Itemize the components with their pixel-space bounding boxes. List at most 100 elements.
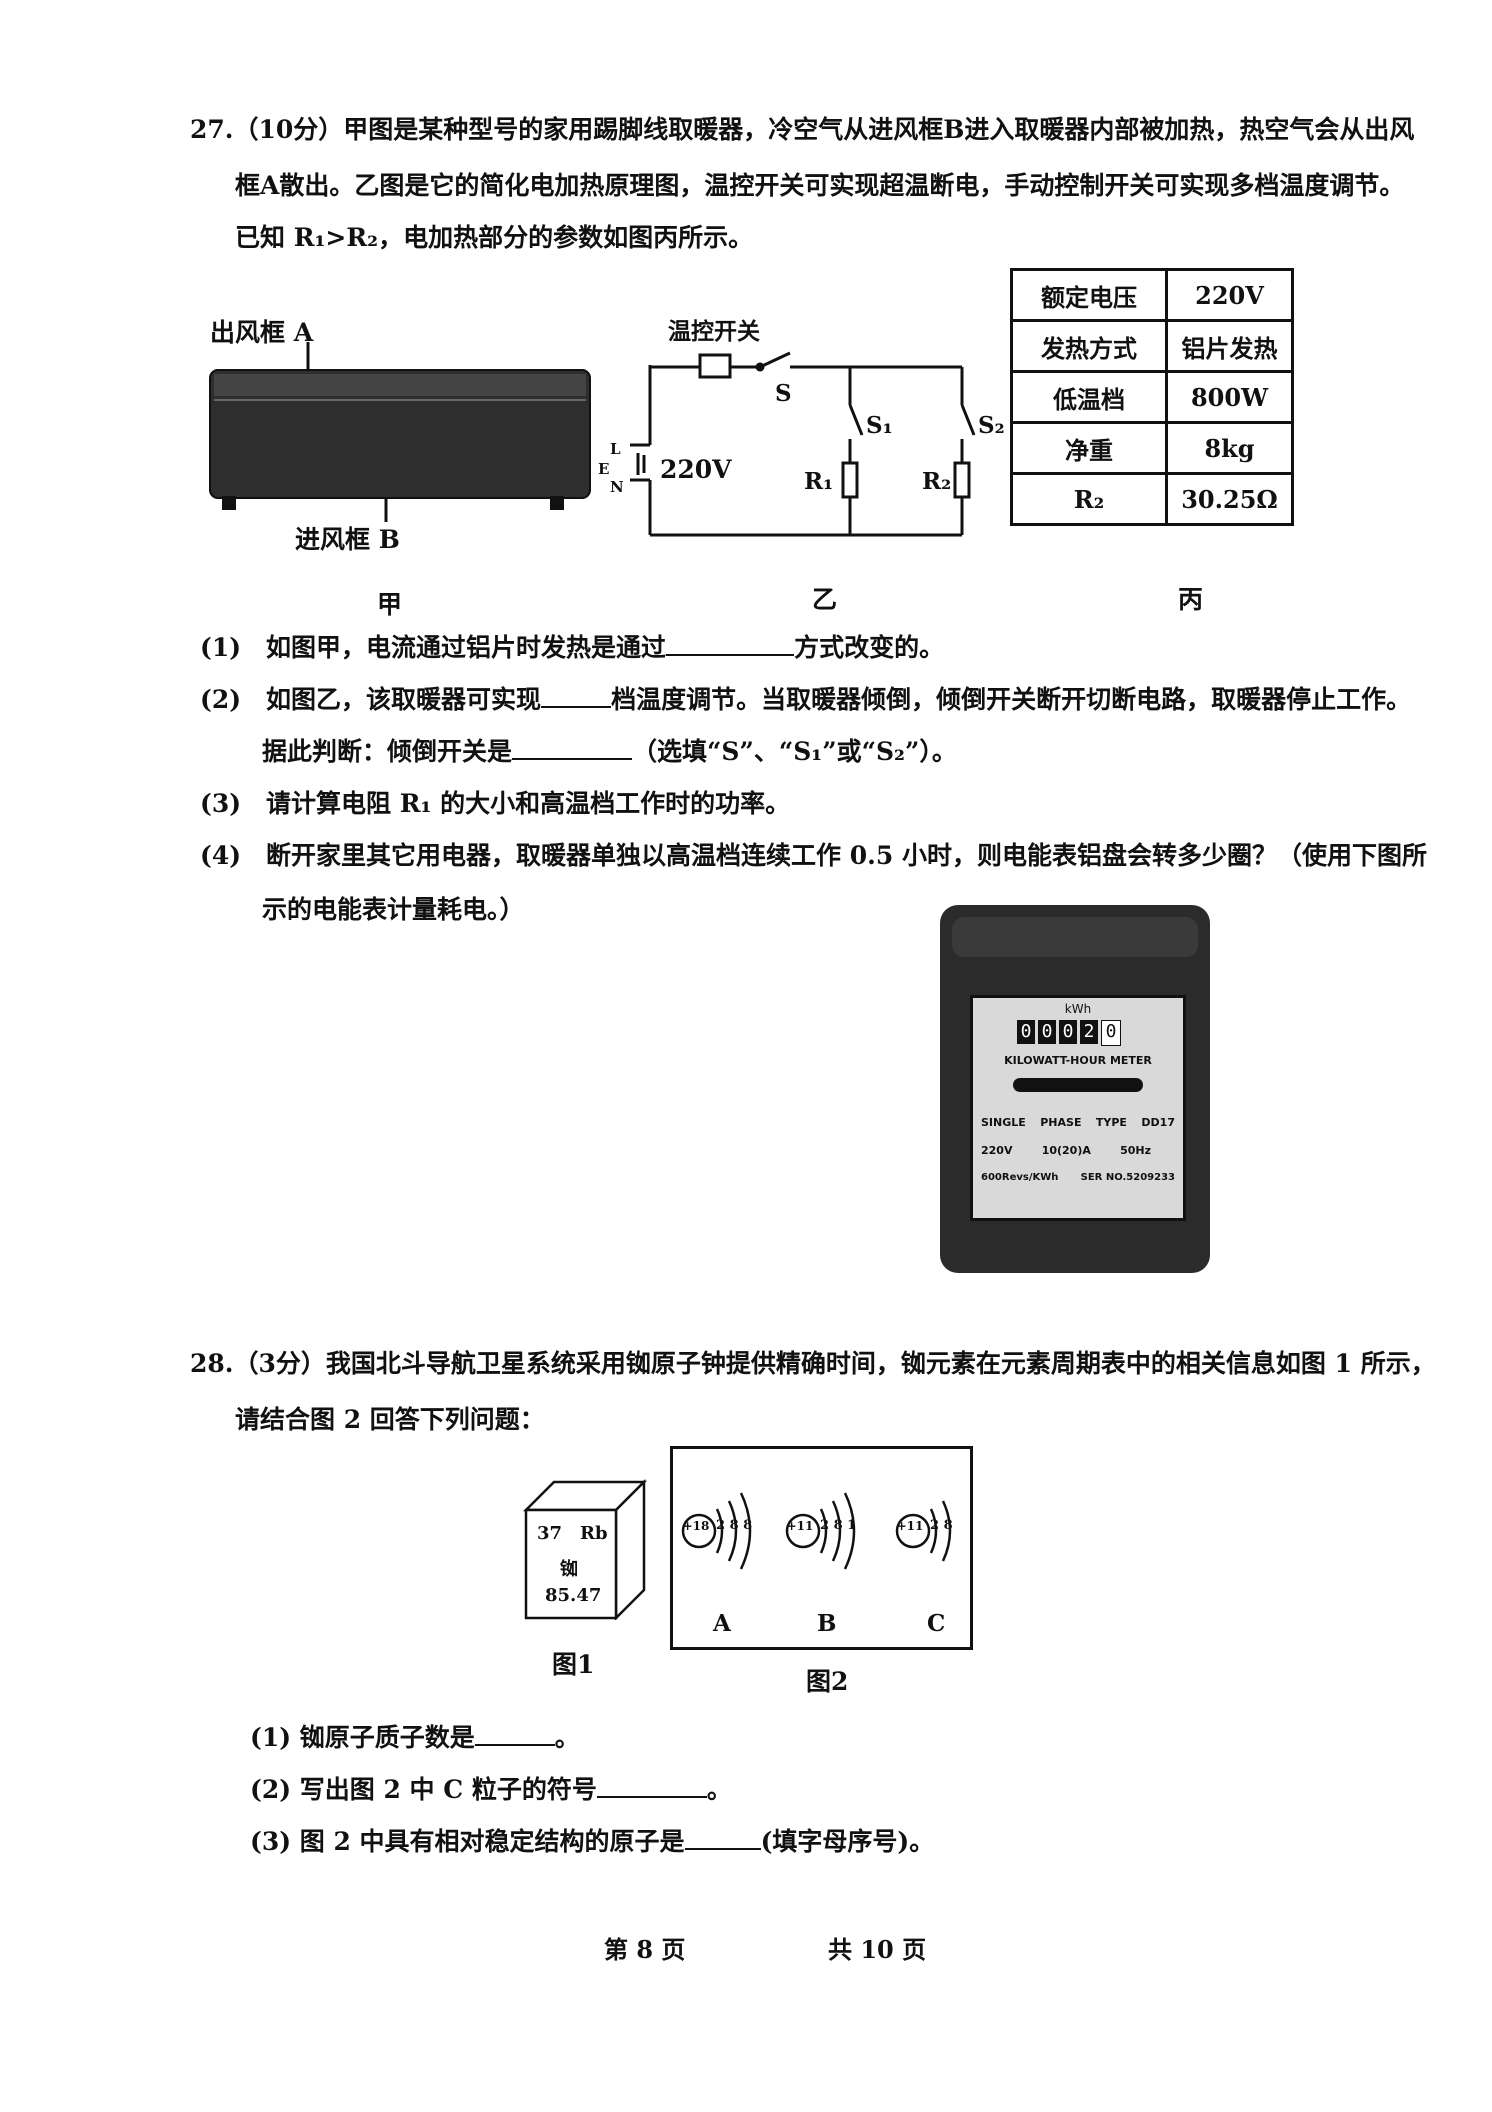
figure-1	[520, 1470, 660, 1622]
meter-spec: 220V	[981, 1144, 1013, 1157]
table-row: 低温档 800W	[1010, 370, 1294, 424]
meter-disc	[1013, 1078, 1143, 1092]
page-number: 第 8 页	[604, 1935, 686, 1964]
table-row: 发热方式 铝片发热	[1010, 319, 1294, 373]
page-total: 共 10 页	[828, 1935, 927, 1964]
meter-face: kWh 0 0 0 2 0 KILOWATT-HOUR METER SINGLE…	[970, 995, 1186, 1221]
meter-spec: SER NO.5209233	[1080, 1172, 1175, 1183]
answer-blank	[666, 632, 795, 656]
meter-spec: 600Revs/KWh	[981, 1172, 1059, 1183]
caption-bing: 丙	[1178, 585, 1204, 614]
q28-part1-suffix: 。	[554, 1723, 580, 1752]
meter-spec-row1: SINGLE PHASE TYPE DD17	[981, 1116, 1175, 1129]
resistor-r1-label: R₁	[804, 468, 834, 495]
element-cube	[522, 1478, 648, 1622]
switch-s2-label: S₂	[978, 412, 1005, 439]
answer-blank	[541, 684, 612, 708]
meter-digit: 0	[1101, 1020, 1121, 1046]
plug-n-label: N	[610, 478, 624, 496]
param-name: 发热方式	[1010, 319, 1168, 373]
q28-line1: 28.（3分）我国北斗导航卫星系统采用铷原子钟提供精确时间，铷元素在元素周期表中…	[190, 1349, 1436, 1378]
q27-part4: (4) 断开家里其它用电器，取暖器单独以高温档连续工作 0.5 小时，则电能表铝…	[200, 841, 1427, 870]
meter-digit: 0	[1038, 1020, 1056, 1044]
answer-blank	[596, 1774, 707, 1798]
meter-digit: 0	[1059, 1020, 1077, 1044]
switch-s1-label: S₁	[866, 412, 893, 439]
meter-spec-row2: 220V 10(20)A 50Hz	[981, 1144, 1151, 1157]
thermo-switch-label: 温控开关	[668, 318, 760, 345]
meter-brand: KILOWATT-HOUR METER	[1004, 1054, 1152, 1067]
q28-part1-text: (1) 铷原子质子数是	[250, 1723, 475, 1752]
figure-circuit	[600, 305, 990, 545]
q27-part2-suffix2: （选填“S”、“S₁”或“S₂”）。	[632, 737, 957, 766]
q27-part4-cont: 示的电能表计量耗电。）	[262, 895, 525, 924]
param-value: 800W	[1165, 370, 1294, 424]
param-name: 净重	[1010, 421, 1168, 475]
meter-spec: SINGLE	[981, 1116, 1026, 1129]
q28-part3: (3) 图 2 中具有相对稳定结构的原子是 (填字母序号)。	[250, 1814, 934, 1870]
atom-structures	[681, 1492, 952, 1570]
q28-part3-text: (3) 图 2 中具有相对稳定结构的原子是	[250, 1827, 685, 1856]
caption-fig1: 图1	[552, 1650, 595, 1679]
q28-line2: 请结合图 2 回答下列问题：	[235, 1405, 545, 1434]
atom-c-label: C	[927, 1610, 946, 1637]
atom-b-nucleus: +11	[786, 1519, 814, 1533]
meter-top-cover	[952, 917, 1198, 957]
answer-blank	[474, 1722, 555, 1746]
q28-part2: (2) 写出图 2 中 C 粒子的符号 。	[250, 1762, 732, 1818]
element-mass: 85.47	[545, 1585, 602, 1606]
q28-part2-suffix: 。	[706, 1775, 732, 1804]
table-row: R₂ 30.25Ω	[1010, 472, 1294, 526]
q28-part2-text: (2) 写出图 2 中 C 粒子的符号	[250, 1775, 597, 1804]
plug-l-label: L	[610, 440, 621, 458]
q27-part2-cont: 据此判断：倾倒开关是 （选填“S”、“S₁”或“S₂”）。	[262, 724, 957, 780]
answer-blank	[684, 1826, 761, 1850]
q27-line1: 27.（10分）甲图是某种型号的家用踢脚线取暖器，冷空气从进风框B进入取暖器内部…	[190, 115, 1415, 144]
caption-jia: 甲	[377, 590, 403, 619]
q27-part2-text2: 据此判断：倾倒开关是	[262, 737, 513, 766]
q27-part1-suffix: 方式改变的。	[794, 633, 945, 662]
q28-part1: (1) 铷原子质子数是 。	[250, 1710, 580, 1766]
meter-spec: 50Hz	[1120, 1144, 1151, 1157]
answer-blank	[512, 736, 633, 760]
caption-fig2: 图2	[806, 1667, 849, 1696]
circuit-diagram	[630, 351, 976, 537]
param-name: 低温档	[1010, 370, 1168, 424]
outlet-label: 出风框 A	[210, 318, 314, 347]
figure-2	[670, 1446, 973, 1650]
electric-meter: kWh 0 0 0 2 0 KILOWATT-HOUR METER SINGLE…	[940, 905, 1210, 1273]
meter-unit: kWh	[1064, 1002, 1092, 1016]
table-row: 净重 8kg	[1010, 421, 1294, 475]
plug-e-label: E	[598, 460, 610, 478]
meter-digit: 2	[1080, 1020, 1098, 1044]
q27-line2: 框A散出。乙图是它的简化电加热原理图，温控开关可实现超温断电，手动控制开关可实现…	[235, 171, 1405, 200]
meter-digit: 0	[1017, 1020, 1035, 1044]
meter-counter: 0 0 0 2 0	[1017, 1020, 1121, 1046]
atom-a-shells: 2 8 8	[716, 1518, 753, 1533]
inlet-label: 进风框 B	[295, 525, 400, 554]
caption-yi: 乙	[812, 585, 838, 614]
heater-illustration	[209, 342, 591, 522]
atom-c-nucleus: +11	[896, 1519, 924, 1533]
resistor-r2-label: R₂	[922, 468, 952, 495]
element-name: 铷	[560, 1559, 578, 1580]
q27-part1-text: (1) 如图甲，电流通过铝片时发热是通过	[200, 633, 667, 662]
q28-part3-suffix: (填字母序号)。	[760, 1827, 935, 1856]
parameter-table: 额定电压 220V 发热方式 铝片发热 低温档 800W 净重 8kg R₂ 3…	[1010, 268, 1294, 526]
atom-b-label: B	[817, 1610, 837, 1637]
param-name: 额定电压	[1010, 268, 1168, 322]
q27-part1: (1) 如图甲，电流通过铝片时发热是通过 方式改变的。	[200, 620, 944, 676]
atom-a-nucleus: +18	[682, 1519, 710, 1533]
meter-spec: PHASE	[1040, 1116, 1082, 1129]
meter-spec-row3: 600Revs/KWh SER NO.5209233	[981, 1172, 1175, 1183]
table-row: 额定电压 220V	[1010, 268, 1294, 322]
meter-spec: 10(20)A	[1041, 1144, 1091, 1157]
param-value: 220V	[1165, 268, 1294, 322]
meter-spec: TYPE	[1095, 1116, 1127, 1129]
param-value: 8kg	[1165, 421, 1294, 475]
param-value: 30.25Ω	[1165, 472, 1294, 526]
q27-part3: (3) 请计算电阻 R₁ 的大小和高温档工作时的功率。	[200, 789, 791, 818]
atom-b-shells: 2 8 1	[820, 1518, 857, 1533]
atom-a-label: A	[713, 1610, 731, 1637]
